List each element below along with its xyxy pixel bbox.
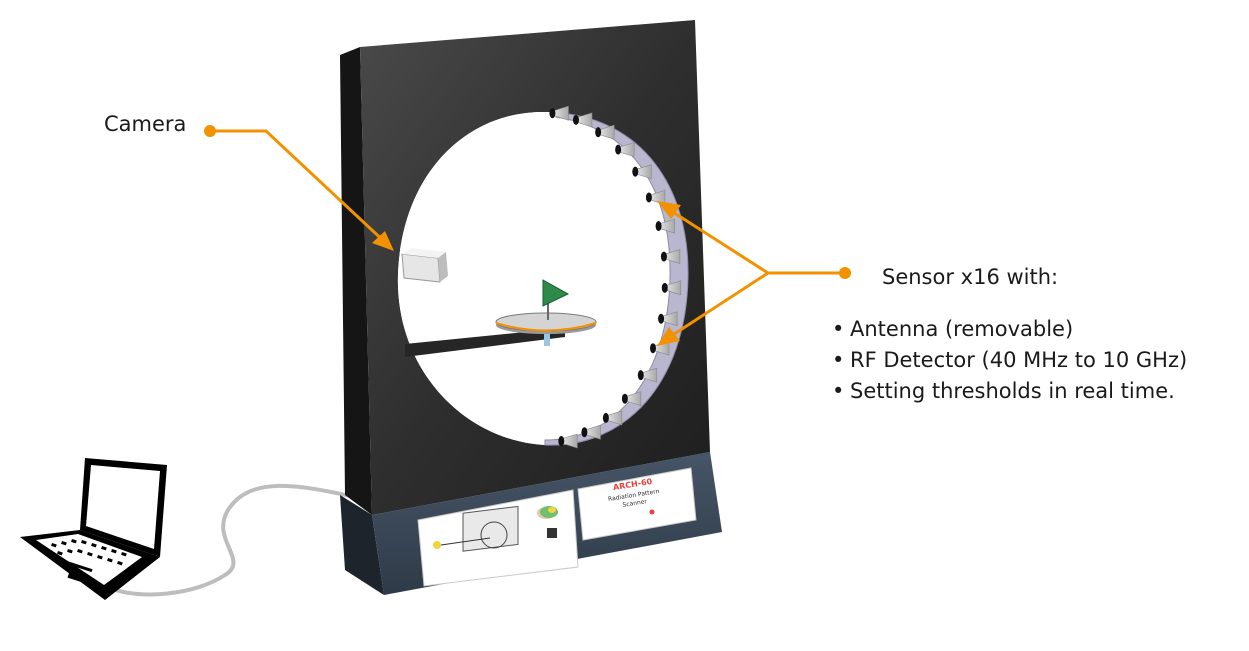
- sensor-cone: [549, 105, 569, 121]
- laptop-icon: [20, 458, 167, 600]
- sensor-cone: [581, 424, 601, 440]
- sensor-cone: [621, 391, 642, 407]
- bullet-icon: •: [832, 317, 845, 341]
- bullet-icon: •: [832, 379, 845, 403]
- sensor-cone: [602, 410, 623, 426]
- sensor-cone: [637, 367, 658, 383]
- test-antenna-icon: [542, 279, 570, 307]
- feature-list: •Antenna (removable) •RF Detector (40 MH…: [832, 314, 1187, 407]
- camera-label: Camera: [104, 112, 187, 136]
- usb-cable: [108, 483, 357, 597]
- sensor-cone: [658, 311, 678, 327]
- bullet-icon: •: [832, 348, 845, 372]
- feature-item: •RF Detector (40 MHz to 10 GHz): [832, 345, 1187, 376]
- feature-text: Setting thresholds in real time.: [850, 379, 1175, 403]
- sensor-cone: [649, 340, 670, 356]
- feature-text: RF Detector (40 MHz to 10 GHz): [850, 348, 1188, 372]
- sensor-callout: [657, 201, 851, 346]
- placard-subtitle-line2: Scanner: [622, 498, 648, 509]
- camera-callout: [204, 125, 394, 251]
- sensor-cone: [661, 280, 682, 296]
- sensor-cone: [660, 249, 681, 264]
- sensor-array: [549, 105, 682, 449]
- sensor-cone: [595, 124, 615, 140]
- sensor-cone: [632, 164, 652, 180]
- frame-opening: [397, 111, 689, 446]
- placard-right: ARCH-60 Radiation Pattern Scanner: [577, 467, 697, 541]
- scanner-frame: [360, 20, 710, 515]
- turntable-arm: [405, 279, 597, 357]
- frame-side: [340, 47, 372, 515]
- camera-module: [401, 248, 448, 283]
- feature-text: Antenna (removable): [850, 317, 1074, 341]
- sensor-cone: [655, 218, 675, 234]
- sensor-cone: [572, 112, 593, 128]
- feature-item: •Setting thresholds in real time.: [832, 376, 1187, 407]
- sensor-cone: [615, 142, 635, 158]
- sensor-cone: [558, 433, 578, 449]
- sensor-cone: [645, 190, 666, 205]
- feature-item: •Antenna (removable): [832, 314, 1187, 345]
- placard-left: [417, 489, 579, 587]
- sensor-title: Sensor x16 with:: [882, 265, 1059, 289]
